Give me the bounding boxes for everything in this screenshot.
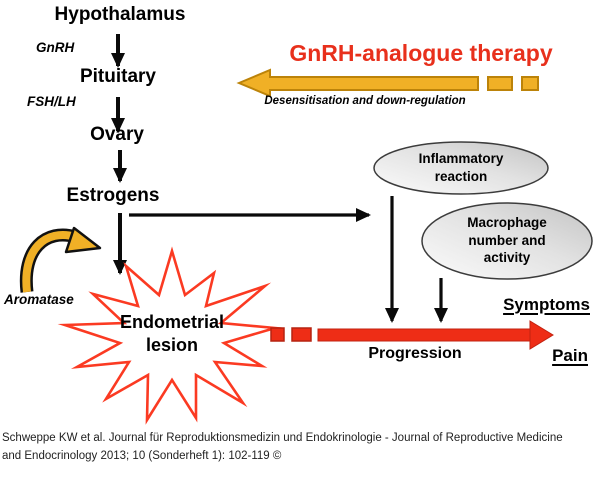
desensitisation-label: Desensitisation and down-regulation bbox=[264, 95, 466, 107]
inflammatory-line-1: Inflammatory bbox=[418, 151, 504, 166]
endometrial-lesion-label: Endometrial lesion bbox=[96, 311, 248, 357]
lesion-line-1: Endometrial bbox=[119, 312, 225, 332]
ovary-label: Ovary bbox=[90, 124, 144, 145]
citation-line-1: Schweppe KW et al. Journal für Reprodukt… bbox=[2, 432, 563, 444]
pain-label: Pain bbox=[552, 346, 588, 365]
citation-line-2: and Endocrinology 2013; 10 (Sonderheft 1… bbox=[2, 450, 282, 462]
fsh-lh-label: FSH/LH bbox=[27, 94, 76, 109]
citation: Schweppe KW et al. Journal für Reprodukt… bbox=[2, 429, 598, 465]
lesion-starburst bbox=[57, 246, 282, 425]
therapy-arrow-dash-1 bbox=[487, 76, 513, 91]
estrogens-label: Estrogens bbox=[66, 185, 160, 206]
progression-arrowhead bbox=[529, 320, 554, 350]
inflammatory-reaction-label: Inflammatory reaction bbox=[375, 150, 547, 185]
pituitary-label: Pituitary bbox=[79, 66, 157, 87]
macrophage-ellipse bbox=[421, 202, 593, 280]
inflammatory-line-2: reaction bbox=[434, 168, 488, 184]
macrophage-line-1: Macrophage bbox=[467, 215, 547, 230]
progression-dash-1 bbox=[270, 327, 285, 342]
macrophage-line-2: number and bbox=[468, 232, 546, 248]
gnrh-label: GnRH bbox=[36, 40, 75, 55]
symptoms-label: Symptoms bbox=[503, 295, 590, 314]
therapy-arrow-dash-2 bbox=[521, 76, 539, 91]
aromatase-arrow bbox=[22, 231, 78, 293]
lesion-line-2: lesion bbox=[145, 335, 198, 355]
therapy-title: GnRH-analogue therapy bbox=[289, 40, 553, 66]
macrophage-label: Macrophage number and activity bbox=[422, 214, 592, 267]
macrophage-line-3: activity bbox=[483, 250, 531, 265]
inflammatory-reaction-ellipse bbox=[373, 141, 549, 195]
therapy-arrow bbox=[236, 68, 479, 98]
aromatase-label: Aromatase bbox=[4, 292, 74, 307]
progression-arrow-body bbox=[317, 328, 531, 342]
aromatase-arrowhead bbox=[64, 226, 102, 254]
progression-label: Progression bbox=[368, 345, 462, 362]
progression-dash-2 bbox=[291, 327, 312, 342]
hypothalamus-label: Hypothalamus bbox=[54, 4, 186, 25]
